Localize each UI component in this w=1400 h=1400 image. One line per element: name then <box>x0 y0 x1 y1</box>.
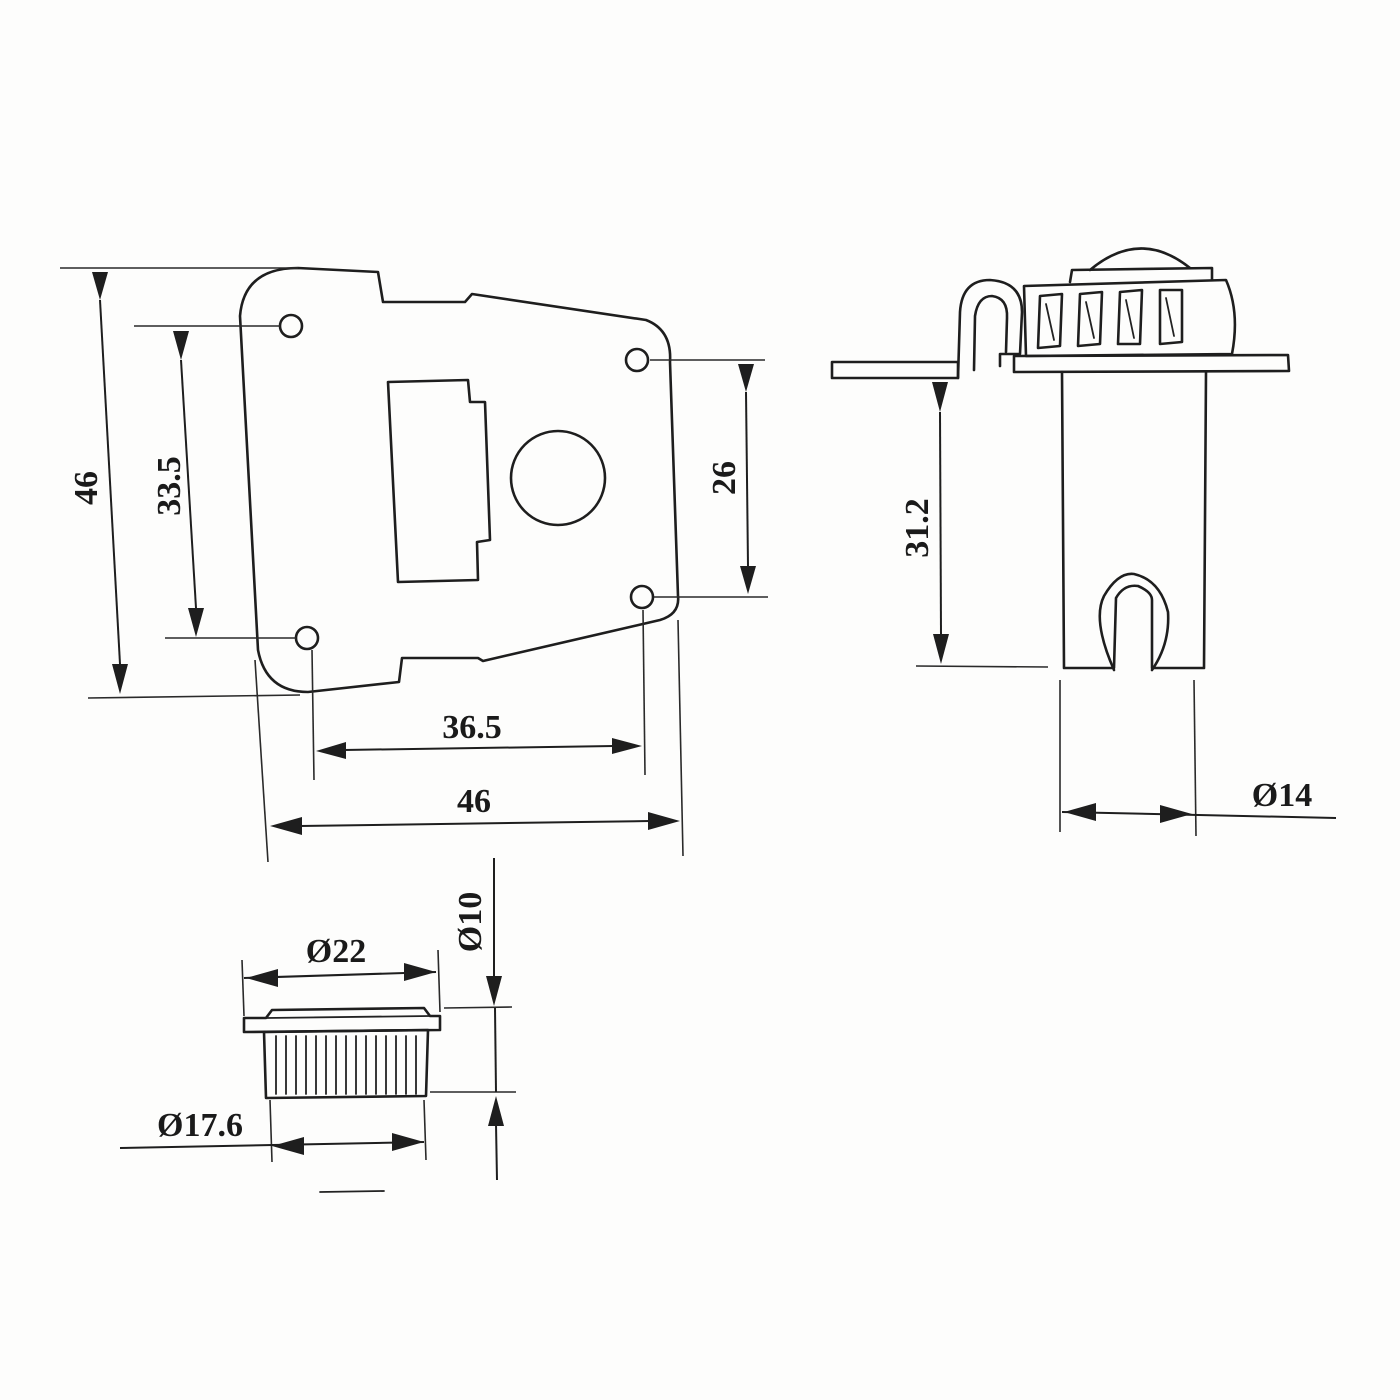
side-nut-knurl <box>1036 288 1184 350</box>
dim-plate-height-label: 46 <box>68 471 105 505</box>
mount-hole-bottom-left <box>294 625 320 651</box>
side-view <box>830 247 1291 672</box>
dim-plate-width: 46 <box>270 783 680 835</box>
dim-plate-width-label: 46 <box>457 783 491 820</box>
dim-nut-outer-diameter-label: Ø22 <box>306 933 366 970</box>
connector-cutout <box>386 378 492 584</box>
dim-hole-vertical-left-label: 33.5 <box>151 456 188 516</box>
dim-nut-inner-diameter-label: Ø17.6 <box>157 1107 243 1144</box>
side-nut-dome <box>1088 247 1192 272</box>
dim-nut-inner-diameter: Ø17.6 <box>119 1107 425 1155</box>
nut-flange <box>242 1006 442 1034</box>
dim-plate-height: 46 <box>68 272 128 694</box>
dim-hole-horizontal: 36.5 <box>316 709 642 759</box>
side-nut-body <box>1022 278 1237 358</box>
dim-nut-height-label: Ø10 <box>452 892 489 952</box>
front-view <box>238 266 680 694</box>
flange-left <box>830 360 960 380</box>
dim-shaft-diameter-label: Ø14 <box>1252 777 1312 814</box>
dim-hole-vertical-left: 33.5 <box>151 331 204 637</box>
dim-hole-vertical-right: 26 <box>706 364 756 594</box>
hinge-loop <box>956 278 1024 380</box>
nut-body <box>262 1028 430 1100</box>
hinge-inner <box>972 294 1009 372</box>
mount-hole-bottom-right <box>629 584 655 610</box>
dim-shaft-diameter: Ø14 <box>1061 777 1337 823</box>
nut-view <box>242 1006 442 1100</box>
dim-nut-outer-diameter: Ø22 <box>243 933 437 987</box>
jack-hole <box>509 429 607 527</box>
flange-right <box>1012 353 1291 374</box>
nut-view-extension-lines <box>241 949 516 1163</box>
mount-hole-top-left <box>278 313 304 339</box>
nut-knurl <box>275 1035 417 1095</box>
barrel <box>1060 370 1208 670</box>
side-nut-cap <box>1068 266 1214 284</box>
plate-outline <box>238 266 680 694</box>
dim-nut-height: Ø10 <box>452 858 504 1181</box>
dim-depth-label: 31.2 <box>899 498 936 558</box>
side-view-extension-lines <box>915 665 1197 837</box>
stray-mark <box>319 1190 385 1193</box>
dim-hole-vertical-right-label: 26 <box>706 461 743 495</box>
front-view-extension-lines <box>60 267 768 863</box>
dim-hole-horizontal-label: 36.5 <box>442 709 502 746</box>
barrel-slot <box>1098 572 1170 672</box>
mount-hole-top-right <box>624 347 650 373</box>
dim-depth: 31.2 <box>899 382 949 664</box>
